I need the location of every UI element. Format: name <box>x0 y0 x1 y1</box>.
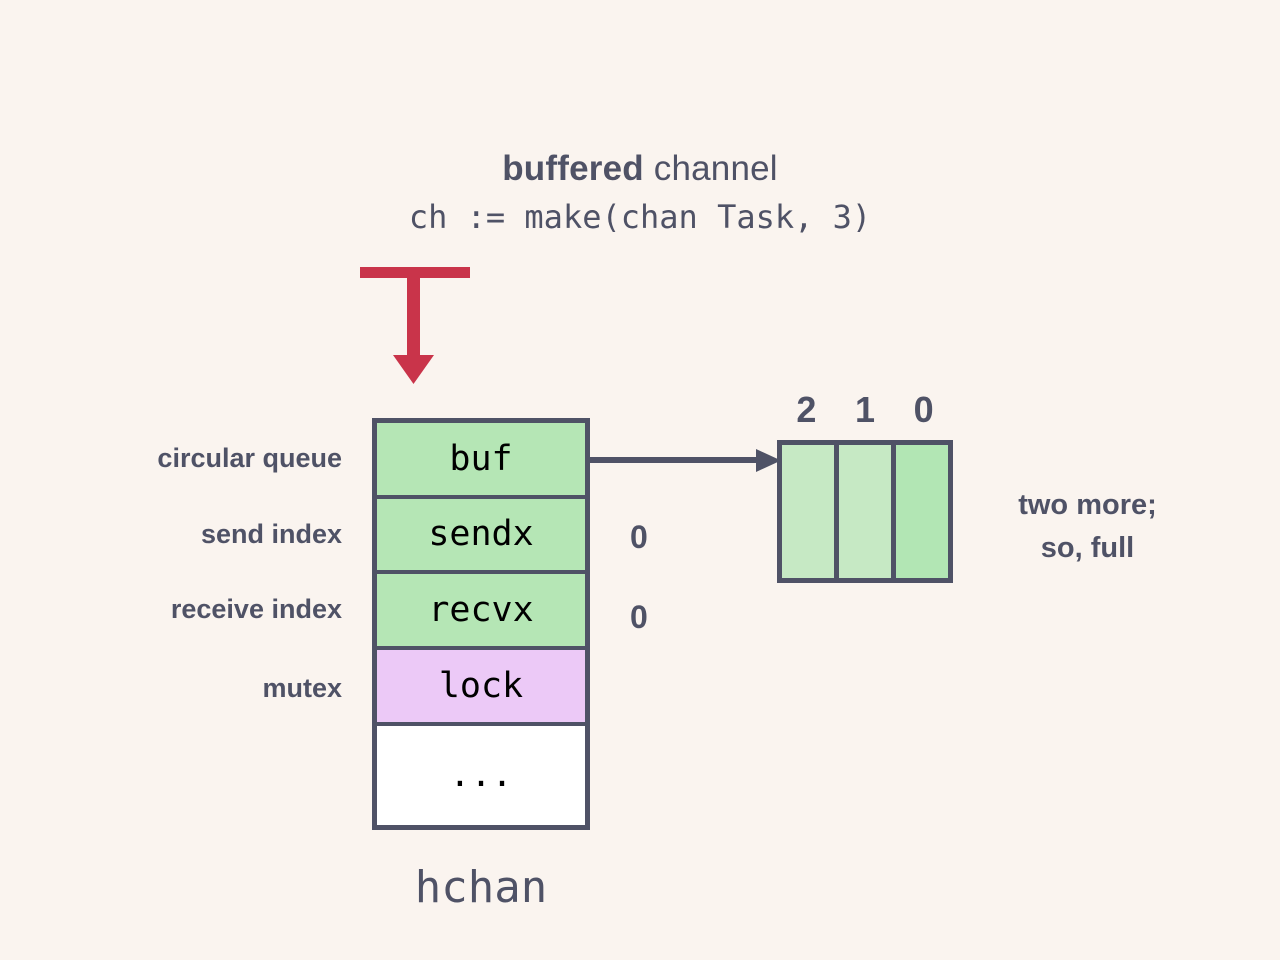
recvx-value: 0 <box>630 599 648 635</box>
title-emphasis: buffered <box>502 149 644 188</box>
buffer-note-line2: so, full <box>1040 532 1135 564</box>
row-label-send-index: send index <box>200 519 342 549</box>
buffer-index-1: 1 <box>854 389 876 430</box>
row-label-receive-index: receive index <box>170 594 342 624</box>
buffer-cell-2 <box>782 445 839 578</box>
row-label-circular-queue: circular queue <box>157 443 342 473</box>
buffer-index-2: 2 <box>796 389 817 430</box>
down-arrow-icon <box>352 262 482 387</box>
hchan-row-sendx: sendx <box>377 498 585 575</box>
buffer-cell-0 <box>896 445 948 578</box>
hchan-row-lock: lock <box>377 649 585 726</box>
hchan-struct-box: buf sendx recvx lock ... <box>372 418 590 830</box>
diagram-title: buffered channel <box>0 146 1280 192</box>
hchan-row-recvx: recvx <box>377 574 585 650</box>
code-snippet: ch := make(chan Task, 3) <box>408 198 872 236</box>
hchan-row-buf: buf <box>377 423 585 499</box>
hchan-row-ellipsis: ... <box>377 725 585 825</box>
hchan-caption: hchan <box>414 862 548 913</box>
buffer-array <box>777 440 953 583</box>
title-rest: channel <box>643 149 778 188</box>
buffer-note-line1: two more; <box>1018 489 1157 521</box>
title-block: buffered channel ch := make(chan Task, 3… <box>0 146 1280 238</box>
buffer-index-0: 0 <box>913 389 934 430</box>
row-label-mutex: mutex <box>262 673 342 703</box>
right-arrow-icon <box>588 443 784 479</box>
buffer-cell-1 <box>839 445 896 578</box>
buffer-note: two more; so, full <box>955 484 1220 570</box>
sendx-value: 0 <box>630 519 648 555</box>
buffer-index-row: 2 1 0 <box>777 388 953 432</box>
